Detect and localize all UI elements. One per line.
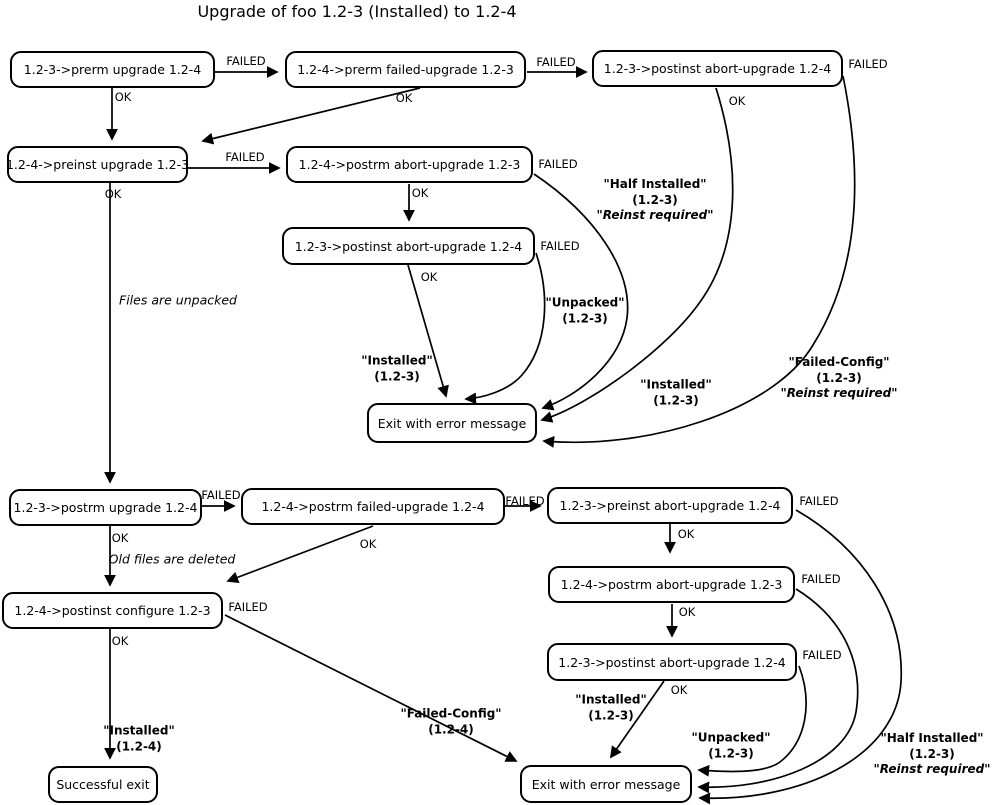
edge-postrm-failed-upgrade-ok: [226, 525, 374, 583]
edge-postinst-abort-2-failed-curve: [464, 252, 546, 405]
edge-postinst-abort-1-ok-curve: [540, 87, 734, 423]
state-label-line: "Failed-Config": [788, 354, 890, 369]
state-label-line: "Half Installed": [880, 730, 984, 745]
node-exit-error-2: Exit with error message: [520, 765, 692, 803]
edge-label: FAILED: [799, 494, 839, 508]
edge-label: OK: [359, 537, 377, 551]
state-label-line: "Reinst required": [873, 761, 991, 776]
state-label-line: "Installed": [575, 692, 647, 707]
state-label-line: (1.2-3): [374, 369, 420, 383]
node-prerm-failed-upgrade: 1.2-4->prerm failed-upgrade 1.2-3: [285, 51, 526, 88]
state-label: "Installed"(1.2-4): [103, 724, 174, 755]
state-label: "Installed"(1.2-3): [640, 378, 711, 409]
state-label-line: (1.2-3): [632, 192, 678, 207]
edge-label: OK: [395, 91, 413, 105]
state-label: "Installed"(1.2-3): [575, 693, 646, 724]
state-label-line: (1.2-3): [588, 708, 634, 722]
state-label-line: "Reinst required": [596, 207, 714, 222]
state-label-line: (1.2-4): [428, 722, 474, 736]
edge-label: FAILED: [848, 57, 888, 71]
edge-label: FAILED: [228, 600, 268, 614]
edge-label: FAILED: [505, 494, 545, 508]
state-label: "Unpacked"(1.2-3): [692, 731, 771, 762]
node-prerm-upgrade: 1.2-3->prerm upgrade 1.2-4: [10, 51, 215, 88]
state-label-line: (1.2-3): [816, 370, 862, 385]
node-postinst-configure: 1.2-4->postinst configure 1.2-3: [2, 592, 223, 629]
state-label-line: "Unpacked": [691, 730, 771, 745]
node-successful-exit: Successful exit: [48, 766, 158, 803]
edge-preinst-abort-failed-curve: [698, 509, 903, 805]
edge-postinst-abort-1-failed-curve: [542, 75, 856, 448]
state-label-line: "Installed": [640, 377, 712, 392]
edge-label: OK: [411, 186, 429, 200]
state-label: "Failed-Config"(1.2-3)"Reinst required": [781, 355, 898, 402]
edge-label: FAILED: [540, 239, 580, 253]
state-label-line: (1.2-4): [116, 739, 162, 753]
edge-label: FAILED: [225, 150, 265, 164]
edge-label: FAILED: [538, 157, 578, 171]
node-postinst-abort-upgrade-1: 1.2-3->postinst abort-upgrade 1.2-4: [592, 50, 843, 87]
state-label: "Half Installed"(1.2-3)"Reinst required": [597, 177, 714, 224]
state-label-line: (1.2-3): [909, 746, 955, 761]
edge-label: OK: [111, 531, 129, 545]
edge-label: Files are unpacked: [119, 292, 237, 308]
node-postinst-abort-upgrade-3: 1.2-3->postinst abort-upgrade 1.2-4: [547, 643, 797, 681]
edge-postinst-abort-2-ok: [407, 264, 449, 398]
edge-label: OK: [670, 683, 688, 697]
edge-label: OK: [111, 634, 129, 648]
node-postinst-abort-upgrade-2: 1.2-3->postinst abort-upgrade 1.2-4: [282, 227, 535, 265]
edge-label: FAILED: [226, 54, 266, 68]
state-label: "Half Installed"(1.2-3)"Reinst required": [874, 731, 991, 778]
edge-prerm-failed-upgrade-ok: [201, 87, 421, 145]
node-postrm-abort-upgrade-1: 1.2-4->postrm abort-upgrade 1.2-3: [286, 146, 533, 183]
edge-label: OK: [728, 94, 746, 108]
edge-postinst-abort-3-failed-curve: [697, 665, 807, 777]
edge-postinst-configure-failed: [224, 614, 518, 762]
edge-label: OK: [420, 270, 438, 284]
edge-label: FAILED: [536, 55, 576, 69]
edge-label: OK: [104, 187, 122, 201]
node-preinst-upgrade: 1.2-4->preinst upgrade 1.2-3: [6, 146, 189, 183]
state-label-line: "Installed": [361, 353, 433, 368]
edge-postinst-abort-3-ok: [609, 680, 665, 759]
state-label-line: "Unpacked": [545, 295, 625, 310]
state-label: "Failed-Config"(1.2-4): [400, 707, 501, 738]
state-label-line: (1.2-3): [653, 393, 699, 407]
node-preinst-abort-upgrade: 1.2-3->preinst abort-upgrade 1.2-4: [547, 487, 793, 524]
state-label-line: "Half Installed": [603, 176, 707, 191]
edge-postrm-abort-1-failed-curve: [533, 173, 629, 411]
edge-label: FAILED: [802, 648, 842, 662]
node-postrm-failed-upgrade: 1.2-4->postrm failed-upgrade 1.2-4: [241, 488, 505, 525]
node-postrm-abort-upgrade-2: 1.2-4->postrm abort-upgrade 1.2-3: [548, 566, 795, 603]
edge-postrm-abort-2-failed-curve: [697, 588, 859, 794]
state-label-line: "Failed-Config": [400, 706, 502, 721]
edge-label: Old files are deleted: [108, 551, 236, 567]
node-postrm-upgrade: 1.2-3->postrm upgrade 1.2-4: [9, 489, 202, 526]
diagram-title: Upgrade of foo 1.2-3 (Installed) to 1.2-…: [197, 2, 517, 21]
state-label: "Unpacked"(1.2-3): [546, 296, 625, 327]
edge-label: FAILED: [201, 488, 241, 502]
edge-label: FAILED: [801, 572, 841, 586]
state-label-line: (1.2-3): [708, 746, 754, 760]
state-label: "Installed"(1.2-3): [361, 354, 432, 385]
edge-label: OK: [114, 90, 132, 104]
state-label-line: "Reinst required": [780, 385, 898, 400]
state-label-line: "Installed": [103, 723, 175, 738]
state-label-line: (1.2-3): [562, 311, 608, 325]
edge-label: OK: [677, 527, 695, 541]
edge-label: OK: [678, 605, 696, 619]
node-exit-error-1: Exit with error message: [367, 403, 537, 443]
